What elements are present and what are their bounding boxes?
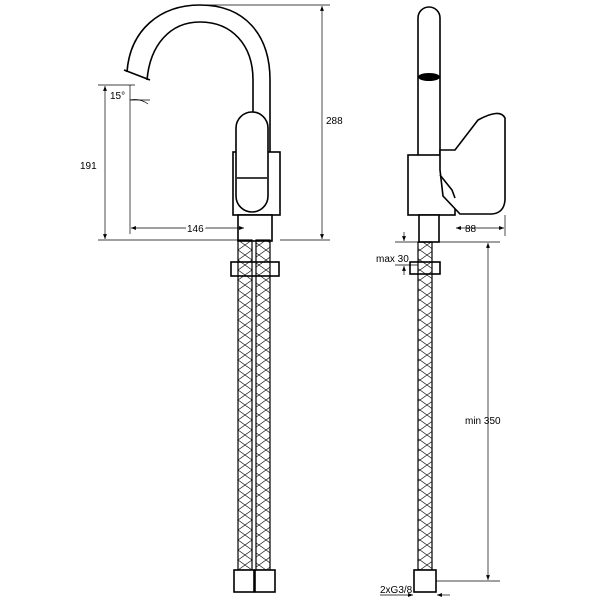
hose-connector-side [413, 569, 437, 593]
dim-spout-height: 191 [80, 161, 97, 172]
spout-outlet [123, 69, 151, 81]
lever-handle-side [439, 112, 506, 215]
dim-total-height: 288 [326, 116, 343, 127]
dim-lever-depth: 88 [465, 224, 477, 235]
hose-connector-right [254, 569, 276, 593]
spout-tube [417, 6, 441, 155]
dim-min-hose-length: min 350 [465, 416, 501, 427]
front-view: 288 191 15° 146 [80, 4, 343, 593]
lever-handle [235, 111, 269, 213]
dim-max-thickness: max 30 [376, 254, 409, 265]
spout-inner [146, 21, 254, 152]
dim-spout-angle: 15° [110, 91, 125, 102]
dim-connection: 2xG3/8 [380, 585, 413, 596]
side-view: 88 max 30 min 350 2xG3/8 [376, 6, 506, 597]
spout-aerator [418, 73, 440, 81]
hose-right [255, 239, 271, 571]
hose-connector-left [233, 569, 255, 593]
dim-spout-reach: 146 [187, 224, 204, 235]
shank-side [418, 214, 440, 243]
hose-left [237, 239, 253, 571]
hose-side [417, 241, 433, 571]
